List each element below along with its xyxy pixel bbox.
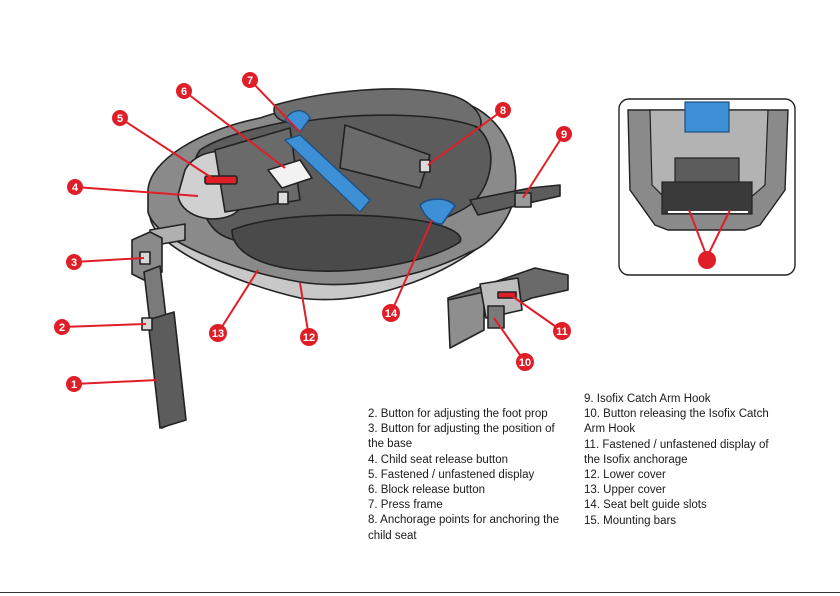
legend-item: 8. Anchorage points for anchoring the ch… [368,514,560,542]
center-frame-right [339,124,431,189]
svg-text:5: 5 [117,113,123,125]
callout-5: 5 [112,110,128,126]
svg-text:2: 2 [59,322,65,334]
svg-text:6: 6 [181,86,187,98]
leader-lines [61,79,731,385]
fastened-display [204,175,238,185]
svg-text:13: 13 [212,328,224,340]
callout-7: 7 [242,72,258,88]
legend-item: 14. Seat belt guide slots [584,499,707,512]
legend-item: 4. Child seat release button [368,453,509,466]
callout-inset-marker [698,251,716,269]
callout-markers: 1 2 3 4 5 6 7 8 9 10 11 12 13 14 [54,72,716,392]
anchorage-point-left [277,191,289,205]
legend-item: 10. Button releasing the Isofix Catch Ar… [584,408,769,436]
inset-blue-frame [684,101,730,133]
press-frame-bar [284,134,371,213]
callout-3: 3 [66,254,82,270]
anchorage-point-right [419,159,431,173]
block-release-button [267,159,313,189]
callout-14: 14 [382,304,400,322]
svg-text:14: 14 [385,308,398,320]
isofix-detail-illustration [447,267,569,349]
legend-item: 7. Press frame [368,499,443,512]
svg-text:12: 12 [303,332,315,344]
legend-item: 5. Fastened / unfastened display [368,468,535,481]
legend-item: 11. Fastened / unfastened display of the… [584,438,769,466]
callout-9: 9 [556,126,572,142]
callout-1: 1 [66,376,82,392]
legend-item: 3. Button for adjusting the position of … [368,423,555,451]
legend-left: 2. Button for adjusting the foot prop 3.… [368,407,568,544]
callout-11: 11 [553,322,571,340]
svg-text:10: 10 [519,357,531,369]
svg-text:8: 8 [500,105,506,117]
isofix-detail-plate [447,291,485,349]
legend-item: 13. Upper cover [584,484,666,497]
svg-text:11: 11 [556,326,568,338]
callout-10: 10 [516,353,534,371]
isofix-base-illustration [131,88,561,429]
isofix-detail-indicator [497,291,517,299]
svg-text:1: 1 [71,379,77,391]
legend-right: 9. Isofix Catch Arm Hook 10. Button rele… [584,392,784,529]
bottom-rule [0,592,840,593]
isofix-catch-hook [514,192,532,208]
callout-6: 6 [176,83,192,99]
callout-12: 12 [300,328,318,346]
svg-text:4: 4 [72,182,79,194]
front-lip [231,214,462,272]
legend-item: 9. Isofix Catch Arm Hook [584,393,711,405]
svg-text:9: 9 [561,129,567,141]
legend-item: 12. Lower cover [584,469,666,482]
isofix-detail-button [487,305,505,329]
press-frame-top [284,110,311,133]
svg-text:7: 7 [247,75,253,87]
callout-13: 13 [209,324,227,342]
callout-4: 4 [67,179,83,195]
legend-item: 6. Block release button [368,484,485,497]
belt-guide-slot [419,198,456,225]
callout-2: 2 [54,319,70,335]
mounting-bar-inset [618,98,796,276]
legend-item: 2. Button for adjusting the foot prop [368,408,548,420]
inset-slot [661,181,753,215]
callout-8: 8 [495,102,511,118]
center-frame-left [214,127,301,213]
foot-prop-lower [147,311,187,429]
svg-text:3: 3 [71,257,77,269]
legend-item: 15. Mounting bars [584,514,677,527]
